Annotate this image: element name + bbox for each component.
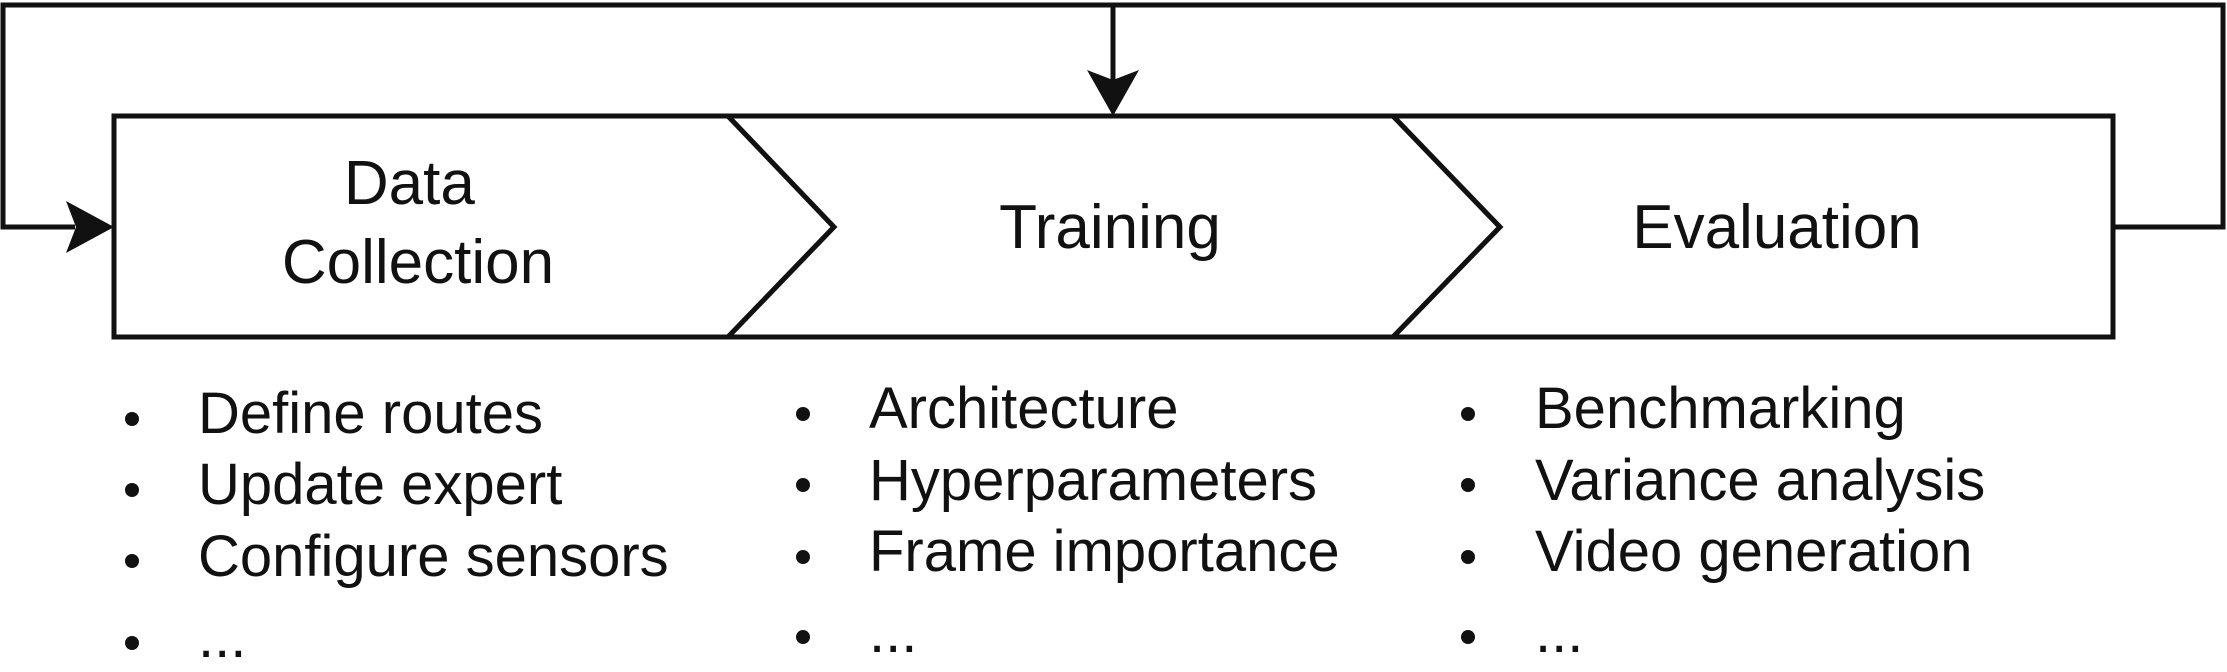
bullet-dot	[796, 630, 810, 644]
bullet-dot	[1461, 630, 1475, 644]
bullet-dot	[1461, 407, 1475, 421]
bullet-dot	[796, 407, 810, 421]
stage-label-training: Training	[999, 193, 1221, 262]
list-item: Hyperparameters	[869, 448, 1317, 513]
list-item: Define routes	[198, 381, 543, 446]
bullet-list-training: Architecture Hyperparameters Frame impor…	[796, 376, 1340, 665]
list-item: Frame importance	[869, 519, 1340, 584]
list-item: Architecture	[869, 376, 1178, 441]
stage-label-line: Collection	[282, 228, 554, 297]
loop-line-right	[1113, 2, 2226, 230]
bullet-dot	[125, 412, 139, 426]
bullet-dot	[125, 483, 139, 497]
loop-line-left	[0, 2, 1113, 230]
list-item: ...	[198, 605, 246, 670]
bullet-dot	[796, 550, 810, 564]
bullet-dot	[125, 554, 139, 568]
list-item: Configure sensors	[198, 524, 669, 589]
list-item: Video generation	[1535, 519, 1973, 584]
list-item: Benchmarking	[1535, 376, 1906, 441]
stage-box-evaluation	[1387, 113, 2116, 340]
list-item: Update expert	[198, 452, 562, 517]
list-item: ...	[869, 600, 917, 665]
stage-label-evaluation: Evaluation	[1632, 193, 1922, 262]
arrowhead-into-training	[1087, 70, 1139, 116]
bullet-dot	[796, 478, 810, 492]
bullet-dot	[125, 636, 139, 650]
arrowhead-into-data-collection	[66, 201, 114, 253]
list-item: Variance analysis	[1535, 448, 1985, 513]
bullet-list-data-collection: Define routes Update expert Configure se…	[125, 381, 669, 670]
stage-label-line: Data	[344, 149, 475, 218]
stage-label-data-collection: Data Collection	[282, 149, 554, 297]
list-item: ...	[1535, 600, 1583, 665]
stage-label-line: Evaluation	[1632, 193, 1922, 262]
stage-label-line: Training	[999, 193, 1221, 262]
bullet-dot	[1461, 550, 1475, 564]
bullet-list-evaluation: Benchmarking Variance analysis Video gen…	[1461, 376, 1985, 665]
bullet-dot	[1461, 478, 1475, 492]
